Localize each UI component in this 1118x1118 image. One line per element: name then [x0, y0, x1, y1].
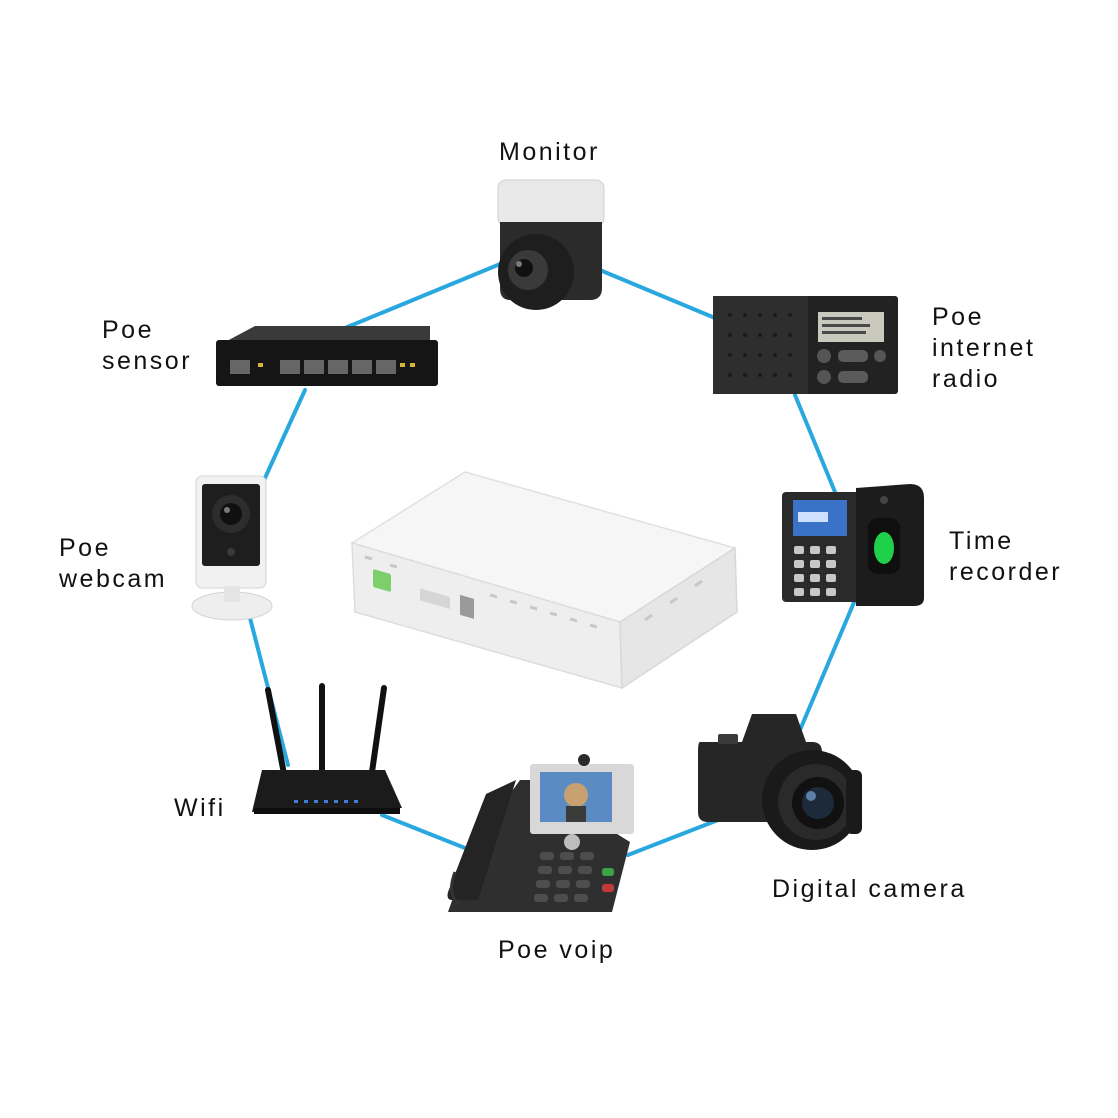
dslr-camera-icon [698, 714, 862, 850]
label-line: Poe [102, 316, 154, 344]
connector-line [263, 388, 307, 480]
connector-line [793, 393, 837, 494]
label-poe-internet-radio: Poe internet radio [932, 302, 1035, 395]
connector-line [343, 260, 507, 330]
label-line: sensor [102, 347, 193, 375]
connector-line [626, 818, 720, 857]
label-line: Digital camera [772, 875, 967, 903]
label-line: radio [932, 365, 1001, 393]
label-time-recorder: Time recorder [949, 526, 1062, 588]
label-line: Poe [59, 534, 111, 562]
mini-ups-box-icon [350, 471, 738, 690]
label-line: Monitor [499, 138, 600, 166]
label-poe-voip: Poe voip [498, 935, 615, 966]
fingerprint-terminal-icon [782, 484, 924, 606]
label-poe-webcam: Poe webcam [59, 533, 167, 595]
network-switch-icon [216, 326, 438, 386]
ptz-camera-icon [497, 179, 605, 310]
label-monitor: Monitor [499, 137, 600, 168]
label-line: webcam [59, 565, 168, 593]
label-line: Time [949, 527, 1014, 555]
label-wifi: Wifi [174, 793, 226, 824]
label-digital-camera: Digital camera [772, 874, 967, 905]
radio-icon [713, 296, 898, 394]
label-line: Wifi [174, 794, 226, 822]
connector-line [798, 598, 857, 732]
label-line: recorder [949, 558, 1063, 586]
wifi-router-icon [252, 683, 402, 814]
label-poe-sensor: Poe sensor [102, 315, 192, 377]
label-line: Poe [932, 303, 984, 331]
label-line: Poe voip [498, 936, 616, 964]
voip-phone-icon [447, 754, 634, 912]
label-line: internet [932, 334, 1036, 362]
connector-line [593, 266, 717, 320]
webcam-icon [191, 475, 273, 621]
connector-line [380, 813, 472, 852]
